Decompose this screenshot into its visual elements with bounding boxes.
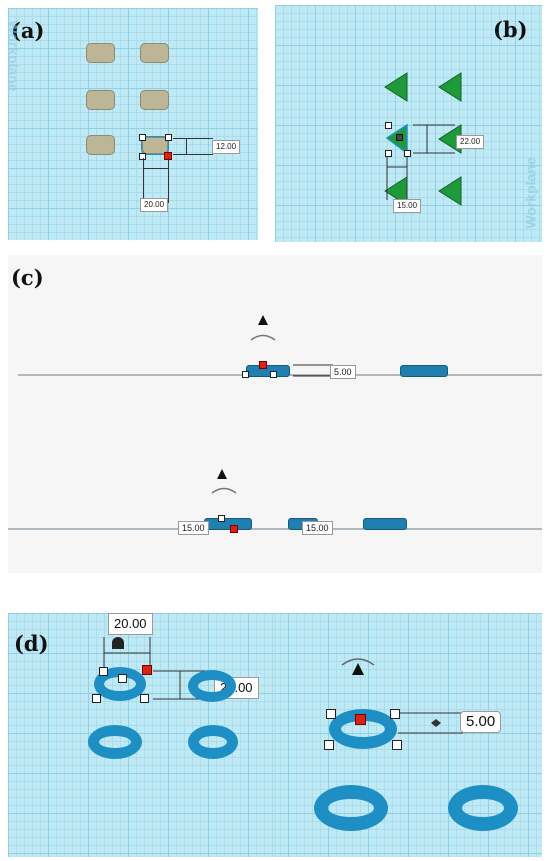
selected-slab-shape[interactable]	[246, 365, 290, 377]
block-shape[interactable]	[86, 135, 115, 155]
panel-c-side-view[interactable]: (c) 5.00 15.00 15.00	[8, 255, 542, 573]
resize-handle-icon[interactable]	[165, 134, 172, 141]
block-shape[interactable]	[86, 43, 115, 63]
cone-icon[interactable]	[256, 313, 270, 327]
panel-c-drawing	[8, 315, 542, 530]
dimension-line	[143, 158, 144, 203]
rotate-arrow-icon[interactable]	[250, 331, 276, 341]
torus-shape[interactable]	[314, 785, 388, 831]
torus-shape[interactable]	[448, 785, 518, 831]
workplane-label: Workplane	[8, 20, 22, 92]
selected-block-shape[interactable]	[141, 136, 169, 155]
corner-resize-handle-icon[interactable]	[142, 665, 152, 675]
dimension-line	[143, 168, 169, 169]
resize-handle-icon[interactable]	[139, 134, 146, 141]
selected-slab-shape[interactable]	[204, 518, 252, 530]
dimension-line	[186, 138, 187, 154]
cone-icon[interactable]	[215, 467, 229, 481]
height-handle-icon[interactable]	[355, 714, 366, 725]
height-dimension-field[interactable]: 5.00	[330, 365, 356, 379]
resize-handle-icon[interactable]	[99, 667, 108, 676]
resize-handle-icon[interactable]	[392, 740, 402, 750]
width-dimension-field[interactable]: 20.00	[140, 198, 169, 212]
resize-handle-icon[interactable]	[385, 150, 392, 157]
resize-handle-icon[interactable]	[139, 153, 146, 160]
depth-dimension-field[interactable]: 22.00	[456, 135, 485, 149]
panel-b-workplane[interactable]: (b) Workplane 22.00 15.00	[275, 5, 542, 242]
panel-d-perspective-view[interactable]: (d) 20.00 20.00 5.00	[8, 613, 542, 857]
panel-c-label: (c)	[11, 265, 44, 290]
slab-shape[interactable]	[400, 365, 448, 377]
width-dimension-field[interactable]: 15.00	[393, 199, 422, 213]
block-shape[interactable]	[140, 43, 169, 63]
resize-handle-icon[interactable]	[92, 694, 101, 703]
right-offset-dimension-field[interactable]: 15.00	[302, 521, 333, 535]
resize-handle-icon[interactable]	[324, 740, 334, 750]
panel-a-workplane[interactable]: (a) Workplane 12.00 20.00	[8, 8, 258, 240]
depth-dimension-field[interactable]: 12.00	[212, 140, 241, 154]
dimension-line	[168, 158, 169, 203]
resize-handle-icon[interactable]	[270, 371, 277, 378]
dimension-line	[173, 138, 213, 139]
resize-handle-icon[interactable]	[326, 709, 336, 719]
resize-handle-icon[interactable]	[140, 694, 149, 703]
resize-handle-icon[interactable]	[218, 515, 225, 522]
dimension-line	[173, 154, 213, 155]
width-dimension-field[interactable]: 20.00	[108, 613, 153, 635]
left-offset-dimension-field[interactable]: 15.00	[178, 521, 209, 535]
panel-b-label: (b)	[493, 17, 528, 42]
block-shape[interactable]	[86, 90, 115, 110]
resize-handle-icon[interactable]	[242, 371, 249, 378]
resize-handle-icon[interactable]	[118, 674, 127, 683]
corner-resize-handle-icon[interactable]	[230, 525, 238, 533]
torus-shape[interactable]	[88, 725, 142, 759]
resize-handle-icon[interactable]	[385, 122, 392, 129]
height-dimension-field[interactable]: 5.00	[460, 711, 502, 733]
panel-a-label: (a)	[11, 18, 45, 43]
slab-shape[interactable]	[363, 518, 407, 530]
resize-handle-icon[interactable]	[390, 709, 400, 719]
corner-resize-handle-icon[interactable]	[396, 134, 403, 141]
block-shape[interactable]	[140, 90, 169, 110]
cone-icon[interactable]	[112, 637, 124, 649]
selected-torus-shape[interactable]	[94, 667, 146, 701]
resize-handle-icon[interactable]	[404, 150, 411, 157]
torus-shape[interactable]	[188, 725, 238, 759]
height-handle-icon[interactable]	[259, 361, 267, 369]
torus-shape[interactable]	[188, 670, 236, 702]
panel-d-label: (d)	[14, 631, 49, 656]
panel-d-drawing	[103, 613, 463, 857]
